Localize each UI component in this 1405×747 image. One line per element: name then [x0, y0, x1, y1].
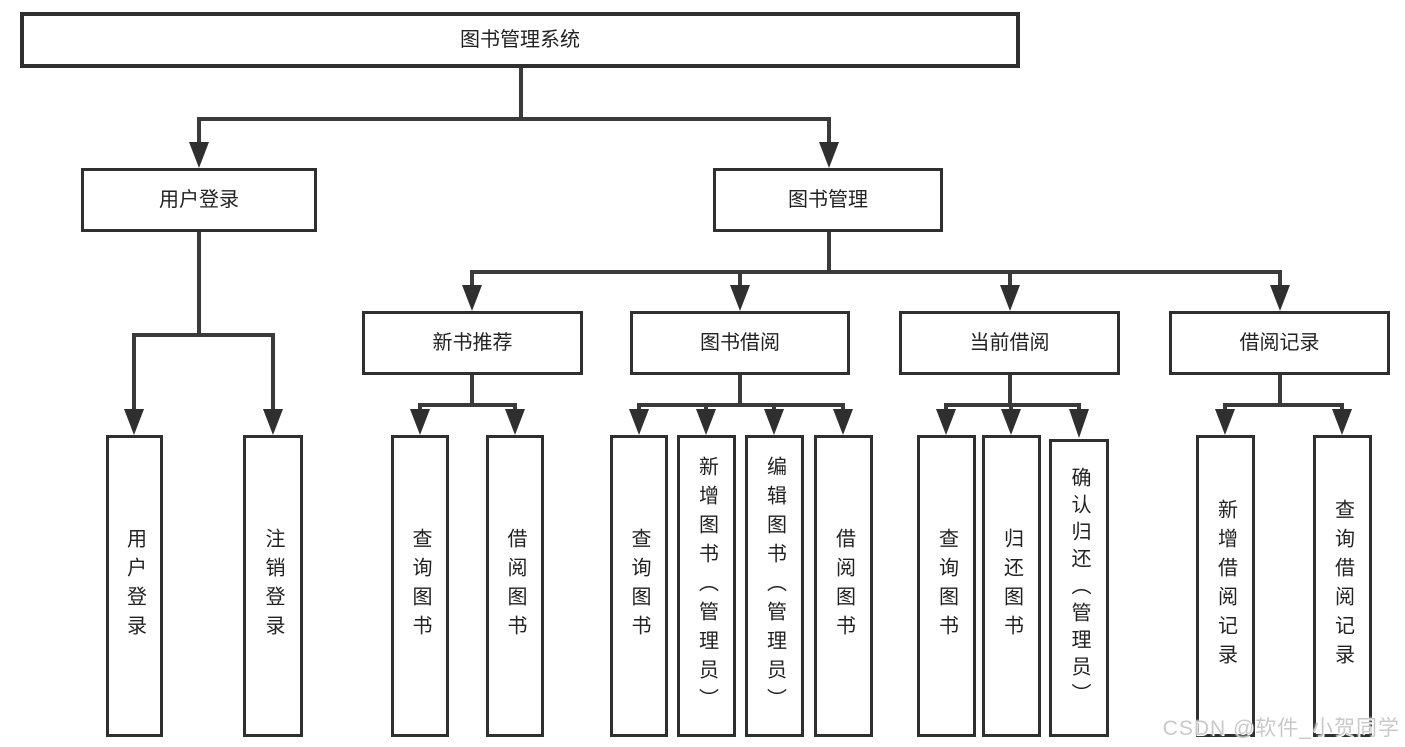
- node-user-login-group: 用户登录: [81, 168, 317, 232]
- node-label: 新增借阅记录: [1214, 499, 1237, 673]
- connector-bookborrow-to-leaves: [637, 373, 845, 416]
- node-label: 注销登录: [262, 528, 284, 644]
- node-current-borrowing: 当前借阅: [899, 311, 1120, 375]
- node-label: 用户登录: [159, 189, 239, 211]
- node-label: 图书管理系统: [460, 29, 580, 51]
- node-label: 借阅图书: [832, 528, 855, 644]
- leaf-query-borrow-record: 查询借阅记录: [1313, 435, 1372, 737]
- leaf-query-books-current: 查询图书: [917, 435, 976, 737]
- connector-userlogin-to-leaves: [132, 230, 275, 414]
- node-label: 用户登录: [123, 528, 146, 644]
- leaf-query-books-recommend: 查询图书: [391, 435, 449, 737]
- leaf-return-books: 归还图书: [982, 435, 1041, 737]
- node-label: 查询图书: [409, 528, 431, 644]
- node-label: 新增图书（管理员）: [695, 455, 718, 717]
- node-label: 新书推荐: [432, 332, 513, 354]
- node-borrowing-records: 借阅记录: [1169, 311, 1390, 375]
- csdn-watermark: CSDN @软件_小贺同学: [1162, 717, 1400, 740]
- connector-bookmgmt-to-level3: [470, 230, 1282, 292]
- node-label: 查询图书: [628, 528, 650, 644]
- node-book-borrowing: 图书借阅: [630, 311, 850, 375]
- leaf-edit-books-admin: 编辑图书（管理员）: [745, 435, 804, 737]
- node-root-system: 图书管理系统: [20, 12, 1020, 68]
- connector-newbook-to-leaves: [418, 373, 517, 416]
- node-book-management-group: 图书管理: [713, 168, 943, 232]
- leaf-confirm-return-admin: 确认归还（管理员）: [1049, 439, 1109, 737]
- node-label: 编辑图书（管理员）: [763, 455, 786, 717]
- leaf-borrow-books-recommend: 借阅图书: [486, 435, 544, 737]
- leaf-query-books-borrow: 查询图书: [610, 435, 668, 737]
- node-label: 借阅记录: [1239, 332, 1320, 354]
- leaf-logout: 注销登录: [243, 435, 303, 737]
- leaf-add-books-admin: 新增图书（管理员）: [677, 435, 736, 737]
- node-label: 查询借阅记录: [1331, 499, 1354, 673]
- node-label: 查询图书: [935, 528, 958, 644]
- node-label: 归还图书: [1000, 528, 1023, 644]
- arrowheads: [124, 142, 1352, 438]
- leaf-borrow-books: 借阅图书: [814, 435, 873, 737]
- node-new-book-recommend: 新书推荐: [362, 311, 583, 375]
- connector-records-to-leaves: [1223, 373, 1344, 416]
- node-label: 借阅图书: [504, 528, 526, 644]
- node-label: 图书借阅: [700, 332, 780, 354]
- leaf-add-borrow-record: 新增借阅记录: [1196, 435, 1255, 737]
- connector-root-to-level2: [197, 66, 831, 148]
- leaf-user-login: 用户登录: [106, 435, 163, 737]
- node-label: 当前借阅: [969, 332, 1050, 354]
- node-label: 图书管理: [788, 189, 868, 211]
- node-label: 确认归还（管理员）: [1068, 466, 1090, 710]
